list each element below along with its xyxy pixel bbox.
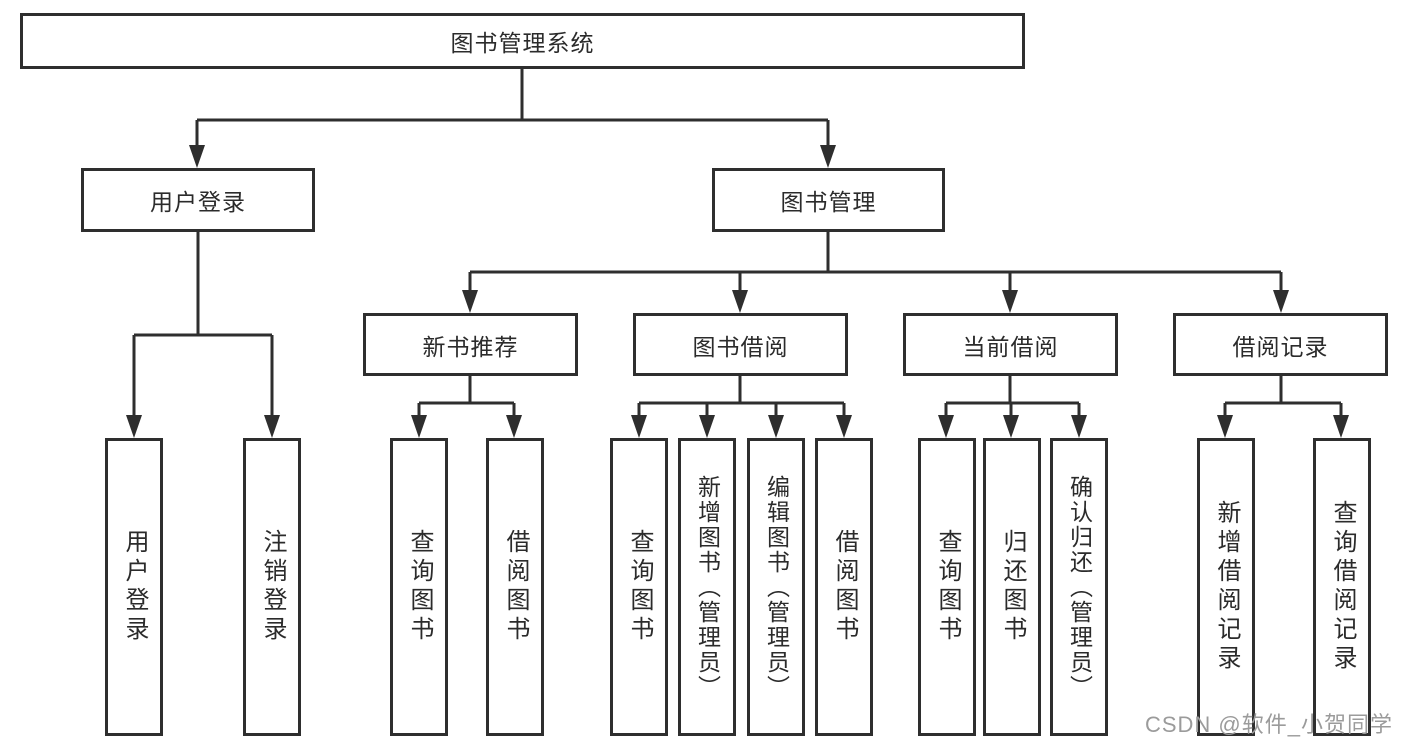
node-new-book-recommend: 新书推荐 [363,313,578,376]
leaf-nb-query-book-label: 查询图书 [406,529,433,645]
leaf-user-login: 用户登录 [105,438,163,736]
node-user-login-label: 用户登录 [150,189,246,215]
node-book-borrow-label: 图书借阅 [692,333,789,360]
node-current-borrow: 当前借阅 [903,313,1118,376]
leaf-br-query-record-label: 查询借阅记录 [1329,500,1356,674]
node-user-login: 用户登录 [81,168,315,232]
leaf-bb-query-book-label: 查询图书 [626,529,653,645]
leaf-cb-return-book: 归还图书 [983,438,1041,736]
leaf-nb-borrow-book-label: 借阅图书 [502,529,529,645]
leaf-nb-query-book: 查询图书 [390,438,448,736]
node-borrow-records-label: 借阅记录 [1232,333,1329,360]
node-root: 图书管理系统 [20,13,1025,69]
node-book-borrow: 图书借阅 [633,313,848,376]
leaf-cb-confirm-return-admin: 确认归还（管理员） [1050,438,1108,736]
leaf-bb-edit-book-admin: 编辑图书（管理员） [747,438,805,736]
leaf-br-add-record: 新增借阅记录 [1197,438,1255,736]
leaf-bb-edit-book-admin-label: 编辑图书（管理员） [763,474,790,700]
leaf-br-add-record-label: 新增借阅记录 [1213,500,1240,674]
leaf-bb-query-book: 查询图书 [610,438,668,736]
arrowheads [126,145,1349,438]
leaf-bb-borrow-book-label: 借阅图书 [831,529,858,645]
leaf-cb-return-book-label: 归还图书 [999,529,1026,645]
leaf-nb-borrow-book: 借阅图书 [486,438,544,736]
node-borrow-records: 借阅记录 [1173,313,1388,376]
leaf-br-query-record: 查询借阅记录 [1313,438,1371,736]
leaf-cb-query-book: 查询图书 [918,438,976,736]
node-root-label: 图书管理系统 [450,30,595,56]
leaf-logout-label: 注销登录 [259,529,286,645]
leaf-bb-borrow-book: 借阅图书 [815,438,873,736]
leaf-bb-add-book-admin: 新增图书（管理员） [678,438,736,736]
node-current-borrow-label: 当前借阅 [962,333,1059,360]
leaf-logout: 注销登录 [243,438,301,736]
node-new-book-recommend-label: 新书推荐 [422,333,519,360]
node-book-management-label: 图书管理 [780,189,877,215]
leaf-user-login-label: 用户登录 [121,529,148,645]
leaf-bb-add-book-admin-label: 新增图书（管理员） [694,474,721,700]
csdn-watermark: CSDN @软件_小贺同学 [1144,712,1393,737]
node-book-management: 图书管理 [712,168,945,232]
leaf-cb-confirm-return-admin-label: 确认归还（管理员） [1066,474,1093,700]
leaf-cb-query-book-label: 查询图书 [934,529,961,645]
